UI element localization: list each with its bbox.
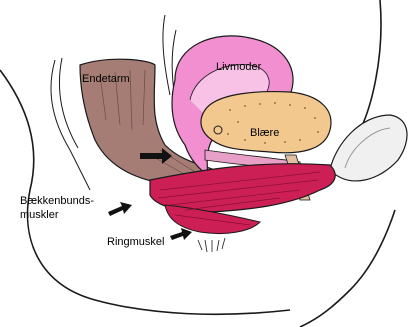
label-rectum: Endetarm: [82, 73, 130, 85]
label-bladder: Blære: [250, 127, 279, 139]
bladder: [201, 92, 331, 153]
label-pelvic-floor-line2: muskler: [20, 209, 59, 221]
pubic-bone: [330, 115, 407, 181]
arrow-sphincter-icon: [170, 228, 192, 240]
arrow-pelvic-floor-icon: [108, 202, 132, 216]
label-pelvic-floor-line1: Bækkenbunds-: [20, 195, 94, 207]
label-sphincter: Ringmuskel: [107, 236, 164, 248]
sphincter-ring: [198, 238, 225, 252]
label-uterus: Livmoder: [216, 61, 262, 73]
